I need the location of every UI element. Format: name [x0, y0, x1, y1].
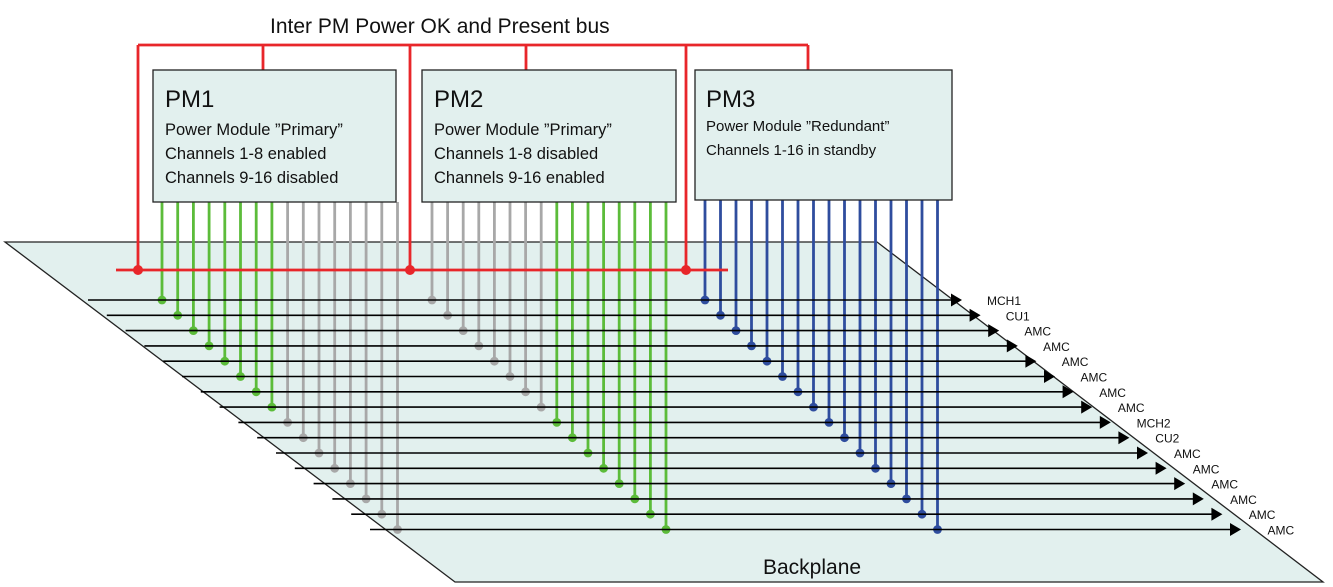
- slot-arrowhead-1: [951, 293, 962, 307]
- pm3-box: [694, 69, 953, 201]
- pm3-line-2: Channels 1-16 in standby: [706, 142, 877, 159]
- pm1-name: PM1: [165, 86, 214, 113]
- slot-arrowhead-10: [1118, 431, 1130, 445]
- slot-label-4: AMC: [1043, 340, 1070, 354]
- slot-arrowhead-2: [969, 308, 981, 322]
- slot-arrowhead-9: [1099, 415, 1111, 429]
- pm3-name: PM3: [706, 86, 755, 113]
- slot-arrowhead-13: [1174, 477, 1186, 491]
- pm2-line-1: Power Module ”Primary”: [434, 121, 612, 139]
- slot-arrowhead-14: [1192, 492, 1204, 506]
- slot-arrowhead-5: [1025, 354, 1037, 368]
- slot-arrowhead-3: [988, 324, 1000, 338]
- slot-label-2: CU1: [1006, 309, 1030, 323]
- slot-label-14: AMC: [1230, 493, 1257, 507]
- slot-label-9: MCH2: [1137, 416, 1171, 430]
- power-module-pm1: PM1 Power Module ”Primary” Channels 1-8 …: [152, 69, 397, 203]
- pm3-line-1: Power Module ”Redundant”: [706, 118, 889, 135]
- inter-pm-bus: [116, 43, 810, 275]
- slot-arrowhead-4: [1006, 339, 1018, 353]
- bus-junction-3: [681, 265, 691, 275]
- slot-label-12: AMC: [1193, 462, 1220, 476]
- slot-power-lines: [88, 293, 1241, 536]
- slot-label-5: AMC: [1062, 355, 1089, 369]
- slot-label-3: AMC: [1024, 325, 1051, 339]
- slot-arrowhead-15: [1211, 507, 1223, 521]
- pm2-box: [421, 69, 677, 203]
- slot-arrowhead-16: [1230, 523, 1241, 536]
- slot-arrowhead-11: [1137, 446, 1148, 460]
- pm1-line-2: Channels 1-8 enabled: [165, 145, 326, 163]
- slot-arrowhead-12: [1155, 461, 1167, 475]
- pm2-line-3: Channels 9-16 enabled: [434, 169, 605, 187]
- slot-label-13: AMC: [1211, 478, 1238, 492]
- pm1-box: [152, 69, 397, 203]
- slot-labels: MCH1CU1AMCAMCAMCAMCAMCAMCMCH2CU2AMCAMCAM…: [987, 294, 1295, 538]
- slot-label-7: AMC: [1099, 386, 1126, 400]
- pm2-line-2: Channels 1-8 disabled: [434, 145, 598, 163]
- pm1-line-3: Channels 9-16 disabled: [165, 169, 338, 187]
- slot-label-15: AMC: [1249, 508, 1276, 522]
- power-module-pm3: PM3 Power Module ”Redundant” Channels 1-…: [694, 69, 953, 201]
- slot-arrowhead-8: [1081, 400, 1093, 414]
- slot-label-6: AMC: [1081, 371, 1108, 385]
- slot-label-1: MCH1: [987, 294, 1021, 308]
- slot-label-8: AMC: [1118, 401, 1145, 415]
- bus-junction-1: [133, 265, 143, 275]
- slot-label-11: AMC: [1174, 447, 1201, 461]
- bus-title: Inter PM Power OK and Present bus: [270, 15, 610, 38]
- backplane-label: Backplane: [763, 556, 861, 579]
- pm2-name: PM2: [434, 86, 483, 113]
- pm1-line-1: Power Module ”Primary”: [165, 121, 343, 139]
- slot-arrowhead-7: [1062, 385, 1074, 399]
- power-module-pm2: PM2 Power Module ”Primary” Channels 1-8 …: [421, 69, 677, 203]
- slot-arrowhead-6: [1044, 370, 1055, 383]
- power-modules: PM1 Power Module ”Primary” Channels 1-8 …: [152, 69, 953, 203]
- slot-label-16: AMC: [1268, 524, 1295, 538]
- slot-label-10: CU2: [1155, 432, 1179, 446]
- bus-junction-2: [405, 265, 415, 275]
